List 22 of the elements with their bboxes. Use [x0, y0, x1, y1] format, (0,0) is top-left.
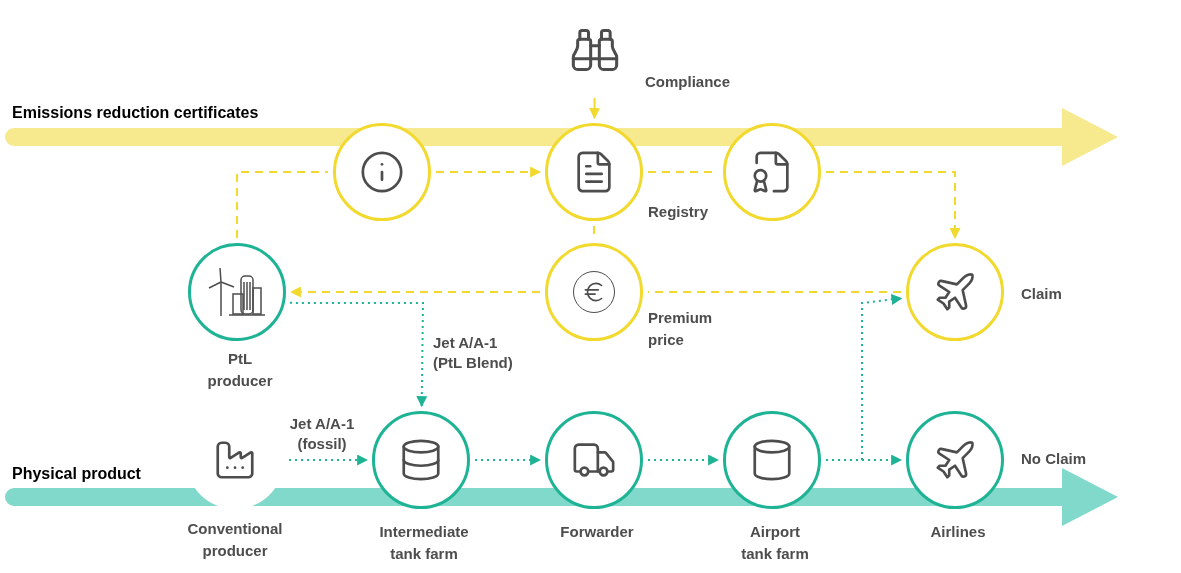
node-label: Airlines: [929, 522, 987, 542]
arrow: [825, 294, 903, 461]
arrow: [589, 97, 600, 120]
arrow: [474, 454, 542, 466]
node-label: Forwarder: [559, 522, 635, 542]
arrow: [288, 301, 428, 408]
arrow: [647, 454, 720, 466]
arrow: [825, 171, 961, 240]
node-label: Compliance: [645, 72, 732, 92]
arrow: [435, 166, 542, 178]
arrow: [289, 286, 541, 298]
band-title: Emissions reduction certificates: [12, 103, 259, 123]
band-title: Physical product: [12, 464, 141, 484]
arrow: [288, 454, 369, 466]
node-label: Airport tank farm: [740, 522, 810, 564]
node-label: Conventional producer: [186, 519, 284, 561]
node-note: No Claim: [1021, 449, 1086, 469]
node-label: Registry: [648, 202, 710, 222]
node-label: Intermediate tank farm: [378, 522, 470, 564]
node-label: PtL producer: [206, 349, 274, 391]
node-label: Claim: [1021, 284, 1063, 304]
node-label: Premium price: [648, 308, 714, 350]
